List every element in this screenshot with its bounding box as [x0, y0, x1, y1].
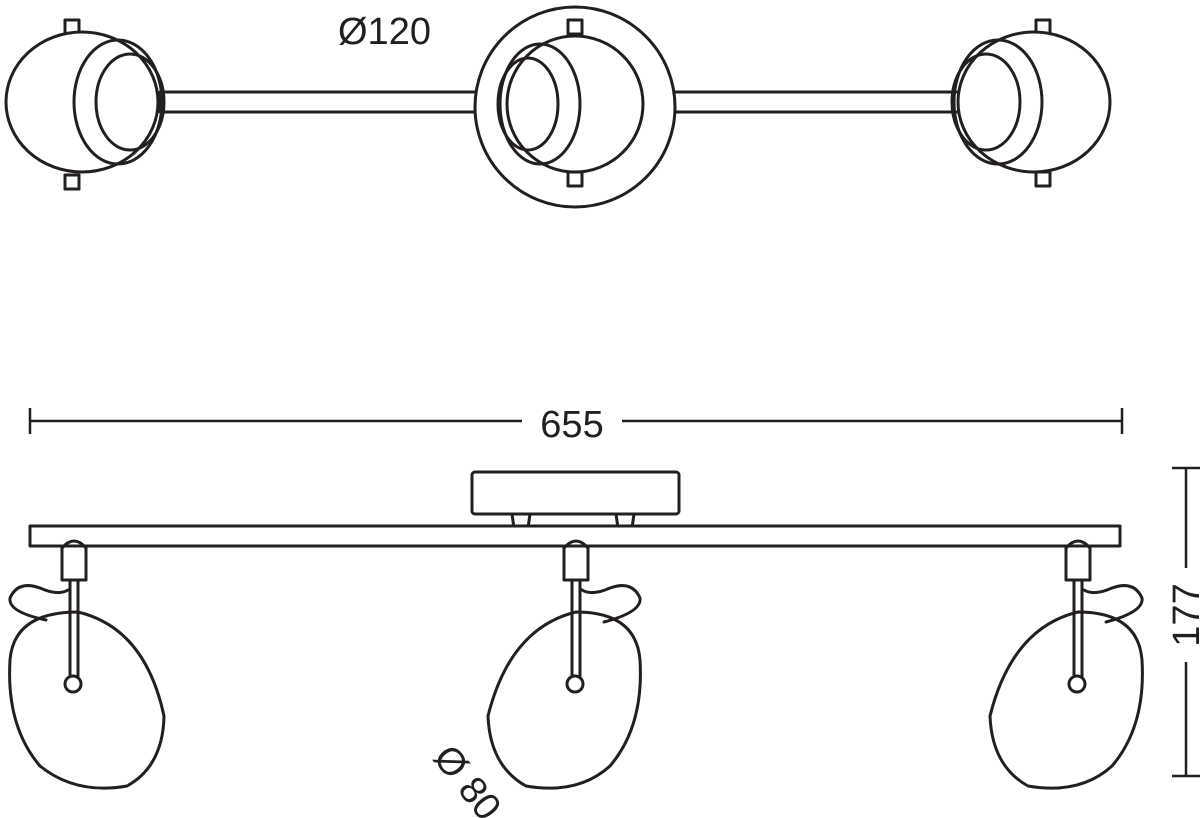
top-view-spot-right — [950, 18, 1112, 188]
top-view-spot-left — [4, 18, 166, 191]
width-dimension: 655 — [28, 404, 1124, 446]
side-view-rail — [28, 524, 1122, 548]
side-view-spot-right — [988, 539, 1144, 790]
top-view: Ø120 — [4, 5, 1112, 209]
height-dimension: 177 — [1166, 466, 1200, 778]
side-view-spot-center — [486, 539, 642, 790]
side-view: 655 177 — [8, 404, 1200, 818]
side-view-canopy — [470, 470, 681, 534]
top-view-spot-center — [496, 18, 645, 188]
side-view-spot-left — [8, 539, 166, 790]
overall-width-label: 655 — [540, 404, 603, 446]
overall-height-label: 177 — [1166, 583, 1200, 646]
canopy-diameter-label: Ø120 — [338, 11, 431, 53]
